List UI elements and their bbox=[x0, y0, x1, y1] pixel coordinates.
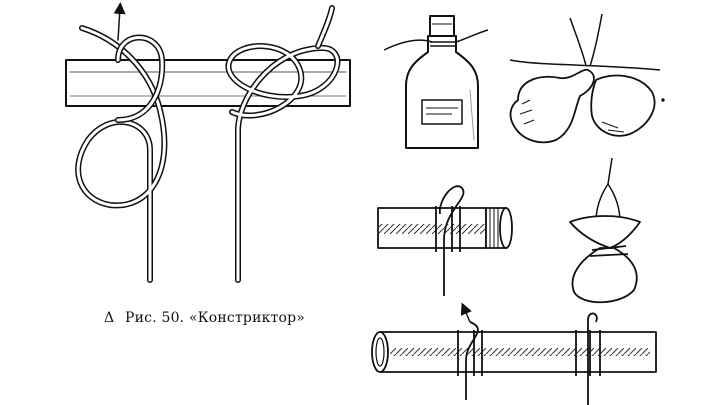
bottle-neck-tie bbox=[383, 15, 489, 149]
caption-text: Рис. 50. «Констриктор» bbox=[124, 310, 306, 326]
hanging-bag-tie bbox=[569, 157, 641, 304]
long-pipe-tie bbox=[371, 302, 657, 405]
constrictor-knot-on-bar bbox=[65, 2, 351, 283]
figure-caption: Δ Рис. 50. «Констриктор» bbox=[104, 310, 305, 326]
sack-necks-tie bbox=[509, 13, 665, 144]
pipe-end-tie bbox=[377, 185, 513, 296]
caption-prefix: Δ bbox=[104, 310, 115, 326]
